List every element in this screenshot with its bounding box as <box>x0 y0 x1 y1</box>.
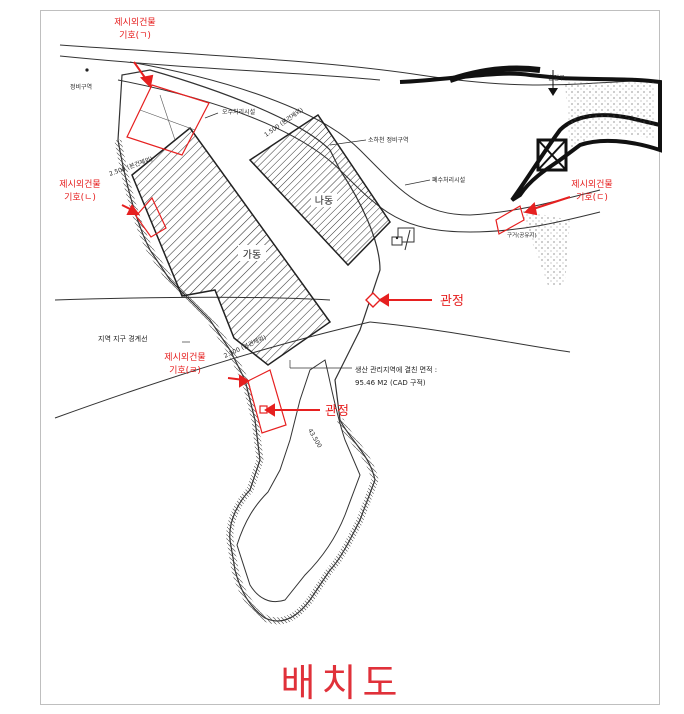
stream-zone-label: 소하천 정비구역 <box>368 136 409 144</box>
site-d-line2: 기호(ㄹ) <box>169 365 201 376</box>
plan-title: 배치도 <box>280 661 404 705</box>
drain-label: 오수처리시설 <box>222 108 255 116</box>
leader-lines <box>182 112 431 369</box>
site-b-line2: 기호(ㄴ) <box>64 192 96 203</box>
survey-points <box>85 68 399 240</box>
well-marker <box>365 292 381 308</box>
dim-label-4: 43.500 <box>306 428 323 450</box>
area-line2: 95.46 M2 (CAD 구적) <box>355 378 426 387</box>
well-label-lower: 관정 <box>325 404 349 419</box>
area-line1: 생산 관리지역에 결친 면적 : <box>355 365 437 374</box>
drawing-frame <box>40 10 660 705</box>
building-na <box>248 113 391 267</box>
building-na-label: 나동 <box>315 195 333 207</box>
site-c-line2: 기호(ㄷ) <box>576 192 608 203</box>
arrows <box>121 61 571 417</box>
boundary-label: 지역 지구 경계선 <box>98 334 148 343</box>
wastewater-label: 폐수처리시설 <box>432 176 465 184</box>
site-b-line1: 제시외건물 <box>59 178 100 190</box>
well-label-upper: 관정 <box>440 294 464 309</box>
red-outlines <box>126 84 525 434</box>
site-c-line1: 제시외건물 <box>571 178 612 190</box>
building-ga-label: 가동 <box>243 249 261 261</box>
entrance-label: 출입구 <box>548 74 565 82</box>
stream-bank <box>399 65 662 285</box>
facility-blocks <box>391 227 415 246</box>
ditch-label: 구거(공유지) <box>507 231 537 239</box>
site-d-line1: 제시외건물 <box>164 351 205 363</box>
site-a-line2: 기호(ㄱ) <box>119 30 151 41</box>
site-a-line1: 제시외건물 <box>114 16 155 28</box>
building-ga <box>131 126 332 366</box>
inner-grid-ga <box>139 94 196 141</box>
top-left-note: 정비구역 <box>70 83 92 91</box>
